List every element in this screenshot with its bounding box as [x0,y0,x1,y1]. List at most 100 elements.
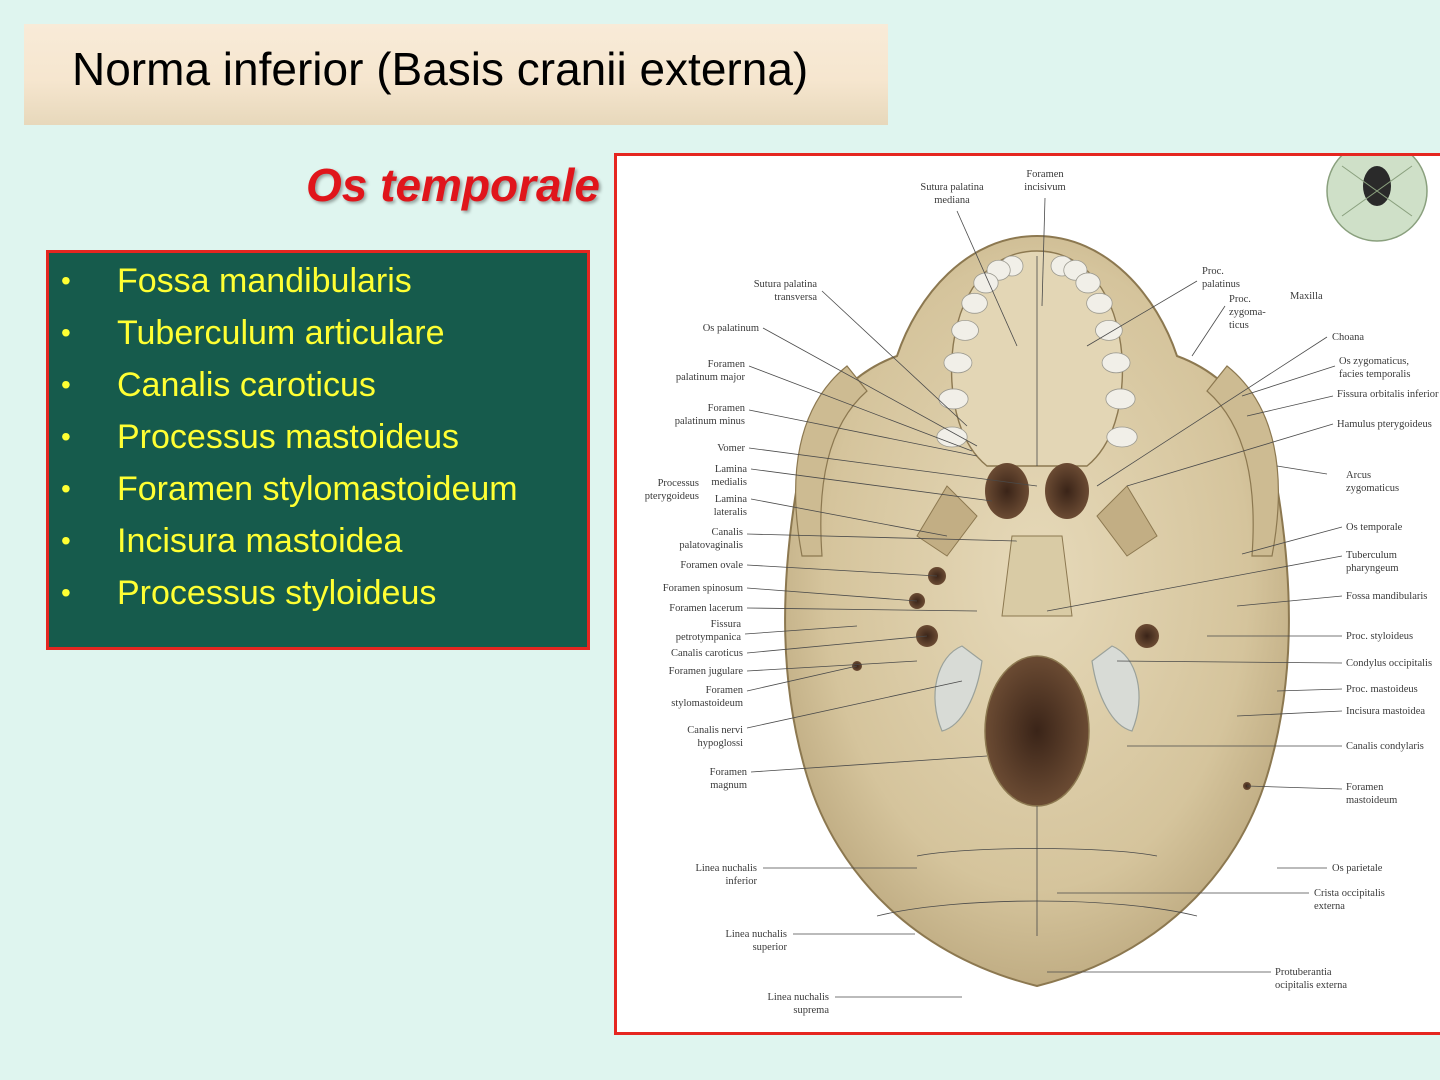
condylus-occipitalis-right [1091,645,1140,732]
bullet-text: Tuberculum articulare [117,314,445,352]
leader-os-zygomaticus [1241,365,1336,397]
pars-basilaris [1001,535,1073,617]
bullet-item: • Processus styloideus [49,571,587,623]
bullet-text: Incisura mastoidea [117,522,403,560]
leader-choana [1096,336,1328,487]
leader-fissura-petrotympanica [744,625,858,635]
condylus-occipitalis-left [934,645,983,732]
label-foramen-lacerum: Foramen lacerum [669,603,743,614]
label-foramen-jugulare: Foramen jugulare [669,666,744,677]
leader-foramen-magnum [750,755,988,773]
leader-foramen-mastoideum [1246,785,1343,790]
label-incisura-mastoidea: Incisura mastoidea [1346,706,1425,717]
label-os-zygomaticus: Os zygomaticus,facies temporalis [1339,356,1410,380]
foramen-magnum-hole [984,655,1090,807]
choana-left [985,463,1029,519]
label-proc-styloideus: Proc. styloideus [1346,631,1413,642]
label-choana: Choana [1332,332,1364,343]
leader-proc-mastoideus [1276,688,1343,692]
label-condylus-occipitalis: Condylus occipitalis [1346,658,1432,669]
leader-foramen-ovale [746,564,938,577]
bullet-dot: • [61,577,71,608]
bullet-text: Processus styloideus [117,574,437,612]
leader-proc-zygomaticus [1191,305,1226,357]
leader-hamulus-pterygoideus [1126,423,1334,487]
leader-canalis-caroticus [746,635,928,654]
skull-thumbnail-icon [1326,156,1428,242]
bullet-dot: • [61,421,71,452]
tooth [943,352,973,374]
tooth [961,292,988,314]
label-canalis-caroticus: Canalis caroticus [671,648,743,659]
label-fossa-mandibularis: Fossa mandibularis [1346,591,1427,602]
tooth [951,319,979,341]
leader-foramen-lacerum [746,607,978,612]
linea-nuchalis-superior-curve [876,900,1198,917]
leader-lamina-medialis [750,468,993,502]
label-os-parietale: Os parietale [1332,863,1383,874]
arcus-zygomaticus-right [1206,365,1279,557]
bullet-item: •Tuberculum articulare [49,311,587,363]
bullet-text: Processus mastoideus [117,418,460,456]
bullet-text: Foramen stylomastoideum [117,470,518,508]
label-foramen-ovale: Foramen ovale [680,560,743,571]
bullet-list: •Fossa mandibularis•Tuberculum articular… [49,259,587,623]
label-proc-zygomaticus: Proc.zygoma-ticus [1229,294,1266,331]
tooth [973,272,999,294]
leader-sutura-palatina-transversa [821,290,968,427]
tooth [936,426,968,448]
label-os-temporale: Os temporale [1346,522,1403,533]
tooth [1101,352,1131,374]
tooth [1086,292,1113,314]
leader-lamina-lateralis [750,498,948,537]
label-canalis-condylaris: Canalis condylaris [1346,741,1424,752]
bullet-dot: • [61,525,71,556]
leader-fissura-orbitalis [1246,395,1334,417]
leader-foramen-incisivum [1041,197,1046,307]
dentes [936,255,1138,448]
page-title: Norma inferior (Basis cranii externa) [72,43,809,95]
bullet-item: •Foramen stylomastoideum [49,467,587,519]
leader-foramen-stylomastoideum [746,665,858,692]
arcus-zygomaticus-left [795,365,868,557]
leader-foramen-palatinum-minus [748,409,978,457]
bullet-text: Fossa mandibularis [117,262,412,300]
leader-os-palatinum [762,327,978,447]
label-fissura-orbitalis: Fissura orbitalis inferior [1337,389,1439,400]
tooth [938,388,969,410]
tooth [1095,319,1123,341]
bullet-item: • Processus mastoideus [49,415,587,467]
label-hamulus-pterygoideus: Hamulus pterygoideus [1337,419,1432,430]
label-vomer: Vomer [717,443,745,454]
bullet-box: •Fossa mandibularis•Tuberculum articular… [46,250,590,650]
tooth [1075,272,1101,294]
leader-foramen-spinosum [746,587,918,602]
leader-tuberculum-pharyngeum [1046,555,1343,612]
leader-canalis-palatovaginalis [746,533,1018,542]
bullet-text: Canalis caroticus [117,366,376,404]
label-maxilla: Maxilla [1290,291,1323,302]
section-subtitle: Os temporale [306,159,600,211]
leader-foramen-palatinum-major [748,365,973,452]
bullet-item: •Canalis caroticus [49,363,587,415]
leader-sutura-palatina-mediana [956,210,1018,347]
